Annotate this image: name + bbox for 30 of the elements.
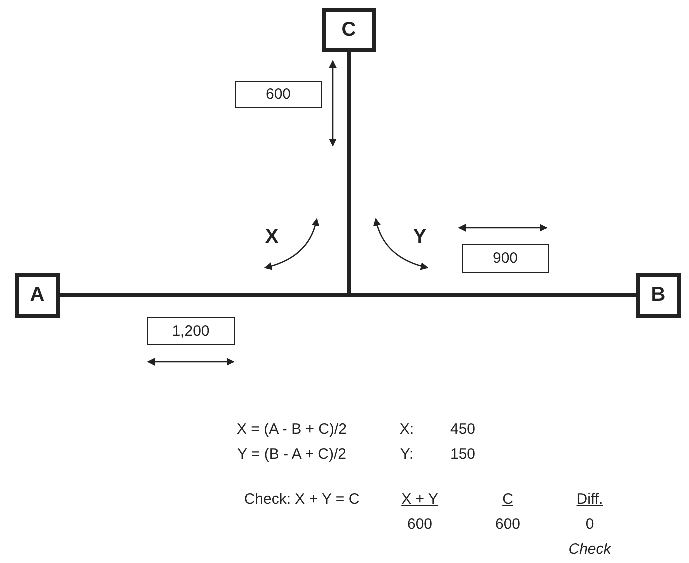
- road-name: A: [30, 284, 45, 307]
- check-formula: Check: X + Y = C: [244, 491, 360, 509]
- column-header: Diff.: [576, 491, 604, 509]
- road-name: C: [342, 18, 356, 42]
- movement-label: Y: [413, 226, 427, 248]
- road-end-box: [636, 273, 681, 318]
- result-value: 450: [450, 421, 476, 439]
- value-text: 1,200: [172, 322, 210, 340]
- column-header: C: [502, 491, 514, 509]
- road-end-box: [322, 8, 376, 52]
- result-value: 150: [450, 446, 476, 464]
- check-value: 0: [586, 516, 594, 534]
- result-label: Y:: [400, 446, 414, 464]
- check-status: Check: [568, 541, 612, 559]
- value-text: 900: [492, 250, 518, 267]
- column-header: X + Y: [402, 491, 438, 509]
- road-line: [60, 293, 636, 297]
- movement-label: X: [265, 226, 279, 248]
- value-text: 600: [266, 86, 292, 103]
- result-label: X:: [400, 421, 414, 439]
- road-end-box: [15, 273, 60, 318]
- formula-text: Y = (B - A + C)/2: [238, 446, 346, 464]
- road-line: [347, 52, 351, 293]
- formula-text: X = (A - B + C)/2: [236, 421, 348, 439]
- value-box: [147, 317, 235, 345]
- road-name: B: [651, 284, 666, 307]
- check-value: 600: [407, 516, 433, 534]
- value-box: [462, 244, 549, 273]
- value-box: [235, 81, 322, 108]
- check-value: 600: [495, 516, 521, 534]
